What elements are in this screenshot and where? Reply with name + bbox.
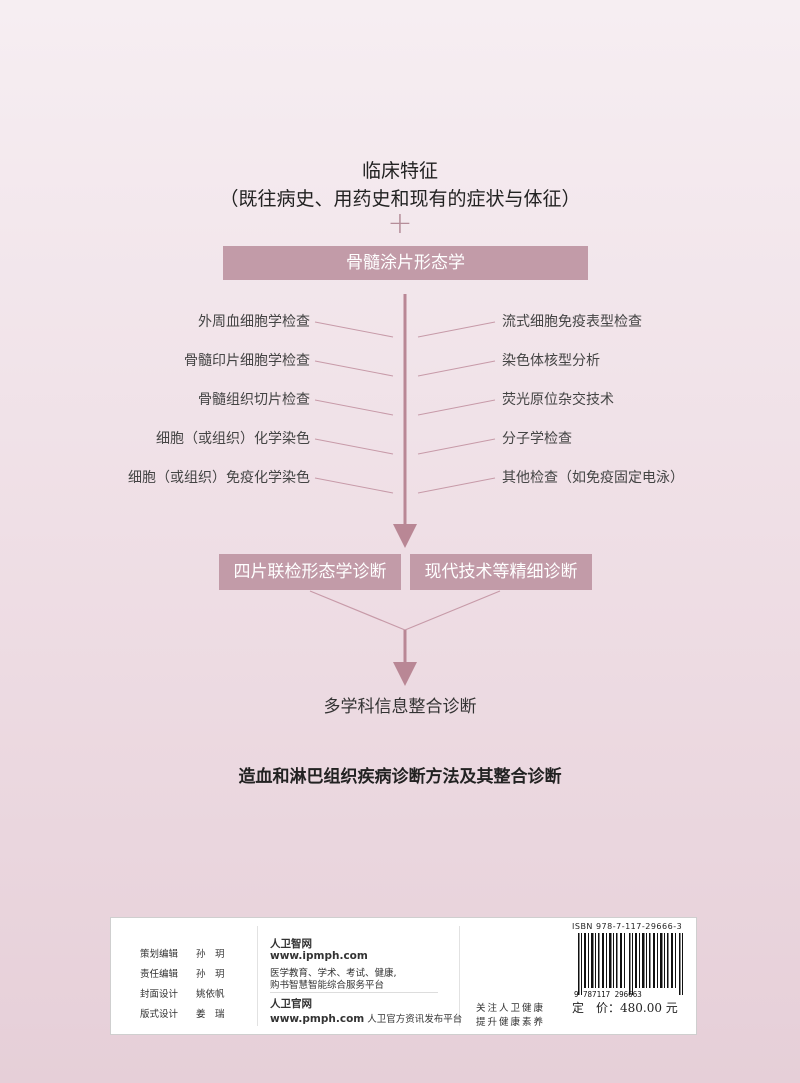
clinical-subtitle: （既往病史、用药史和现有的症状与体征） (219, 188, 581, 210)
back-cover-info-panel: 策划编辑孙 玥 责任编辑孙 玥 封面设计姚依帆 版式设计姜 瑞 人卫智网 www… (110, 917, 697, 1035)
left-exam-2: 骨髓印片细胞学检查 (184, 353, 310, 369)
four-slide-diagnosis-box: 四片联检形态学诊断 (219, 554, 401, 590)
right-connector-5 (417, 477, 496, 494)
guanwang-url[interactable]: www.pmph.com (270, 1013, 365, 1025)
credit-name: 孙 玥 (196, 969, 225, 980)
credit-role: 策划编辑 (140, 949, 179, 960)
left-connector-4 (314, 438, 394, 455)
credit-role: 责任编辑 (140, 969, 179, 980)
lower-arrowhead (393, 662, 417, 686)
left-exam-1: 外周血细胞学检查 (198, 314, 310, 330)
modern-diagnosis-box: 现代技术等精细诊断 (410, 554, 592, 590)
right-connector-2 (417, 360, 496, 377)
merge-line-left (309, 590, 406, 631)
left-exam-3: 骨髓组织切片检查 (198, 392, 310, 408)
credit-row-1: 策划编辑 孙 玥 (140, 946, 225, 960)
slogan-2: 提升健康素养 (476, 1017, 546, 1028)
right-connector-4 (417, 438, 496, 455)
multidisciplinary-diagnosis: 多学科信息整合诊断 (323, 697, 477, 717)
credit-row-3: 封面设计 姚依帆 (140, 986, 225, 1000)
left-connector-3 (314, 399, 394, 416)
credit-name: 孙 玥 (196, 949, 225, 960)
left-connector-1 (314, 321, 394, 338)
credit-role: 封面设计 (140, 989, 179, 1000)
right-exam-1: 流式细胞免疫表型检查 (502, 314, 642, 330)
guanwang-desc: 人卫官方资讯发布平台 (367, 1014, 463, 1025)
right-exam-3: 荧光原位杂交技术 (502, 392, 614, 408)
publisher-divider (270, 992, 438, 993)
credit-row-2: 责任编辑 孙 玥 (140, 966, 225, 980)
left-exam-5: 细胞（或组织）免疫化学染色 (128, 470, 310, 486)
credit-name: 姚依帆 (196, 989, 225, 1000)
right-connector-1 (417, 321, 496, 338)
divider-2 (459, 926, 460, 1026)
left-exam-4: 细胞（或组织）化学染色 (156, 431, 310, 447)
right-exam-4: 分子学检查 (502, 431, 572, 447)
plus-sign: + (387, 206, 413, 241)
isbn-text: ISBN 978-7-117-29666-3 (572, 922, 683, 931)
right-exam-2: 染色体核型分析 (502, 353, 600, 369)
price-text: 定 价：480.00 元 (572, 1001, 678, 1015)
right-connector-3 (417, 399, 496, 416)
central-arrowhead (393, 524, 417, 548)
credit-row-4: 版式设计 姜 瑞 (140, 1006, 225, 1020)
zhiwang-desc-1: 医学教育、学术、考试、健康, (270, 968, 397, 979)
credit-name: 姜 瑞 (196, 1009, 225, 1020)
credit-role: 版式设计 (140, 1009, 179, 1020)
divider-1 (257, 926, 258, 1026)
right-exam-5: 其他检查（如免疫固定电泳） (502, 470, 684, 486)
left-connector-5 (314, 477, 394, 494)
book-title: 造血和淋巴组织疾病诊断方法及其整合诊断 (238, 767, 562, 787)
barcode-icon: 9 787117 296663 (574, 933, 683, 999)
zhiwang-url[interactable]: www.ipmph.com (270, 950, 368, 962)
guanwang-line: www.pmph.com 人卫官方资讯发布平台 (270, 1011, 462, 1025)
barcode-block: ISBN 978-7-117-29666-3 9 787117 296663 (572, 922, 692, 1016)
marrow-smear-bar: 骨髓涂片形态学 (223, 246, 588, 280)
left-connector-2 (314, 360, 394, 377)
zhiwang-name: 人卫智网 (270, 938, 312, 950)
slogan-1: 关注人卫健康 (476, 1003, 546, 1014)
guanwang-name: 人卫官网 (270, 998, 312, 1010)
barcode-digits: 9 787117 296663 (574, 990, 642, 999)
zhiwang-desc-2: 购书智慧智能综合服务平台 (270, 980, 385, 991)
merge-line-right (404, 590, 501, 631)
clinical-title: 临床特征 (361, 160, 438, 182)
